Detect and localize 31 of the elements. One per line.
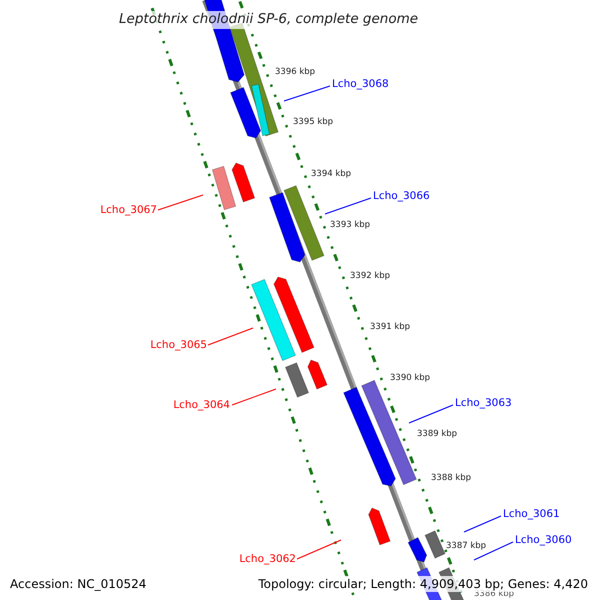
gene-label: Lcho_3066 bbox=[373, 190, 430, 202]
tick-label: 3396 kbp bbox=[275, 68, 316, 76]
leader-line bbox=[296, 540, 342, 560]
gene-label: Lcho_3064 bbox=[173, 400, 230, 410]
leader-line bbox=[158, 194, 204, 210]
tick-label: 3388 kbp bbox=[431, 474, 472, 482]
tick-label: 3395 kbp bbox=[293, 118, 334, 126]
gene-label: Lcho_3065 bbox=[150, 340, 207, 350]
tick-label: 3386 kbp bbox=[474, 590, 514, 598]
tick-label: 3391 kbp bbox=[370, 322, 410, 332]
tick-label: 3394 kbp bbox=[311, 170, 352, 178]
gene-label: Lcho_3061 bbox=[503, 508, 560, 520]
tick-label: 3387 kbp bbox=[446, 542, 486, 550]
leader-line bbox=[232, 388, 276, 406]
gene-label: Lcho_3063 bbox=[455, 398, 512, 408]
gene-label: Lcho_3062 bbox=[239, 554, 296, 564]
gene-label: Lcho_3068 bbox=[332, 78, 389, 90]
tick-label: 3393 kbp bbox=[330, 220, 370, 230]
leader-line bbox=[408, 404, 454, 424]
leader-line bbox=[464, 516, 502, 532]
leader-line bbox=[324, 198, 372, 214]
tick-label: 3389 kbp bbox=[417, 430, 458, 438]
leader-line bbox=[284, 86, 330, 102]
tick-label: 3392 kbp bbox=[350, 272, 390, 280]
tick-label: 3390 kbp bbox=[390, 374, 430, 382]
leader-line bbox=[474, 542, 514, 560]
gene-label: Lcho_3060 bbox=[515, 534, 572, 546]
footer-text: Topology: circular; Length: 4,909,403 bp; Genes: 4,420 bbox=[256, 576, 590, 592]
leader-line bbox=[208, 328, 254, 346]
footer-text: Accession: NC_010524 bbox=[8, 576, 148, 592]
gene-label: Lcho_3067 bbox=[100, 204, 157, 216]
